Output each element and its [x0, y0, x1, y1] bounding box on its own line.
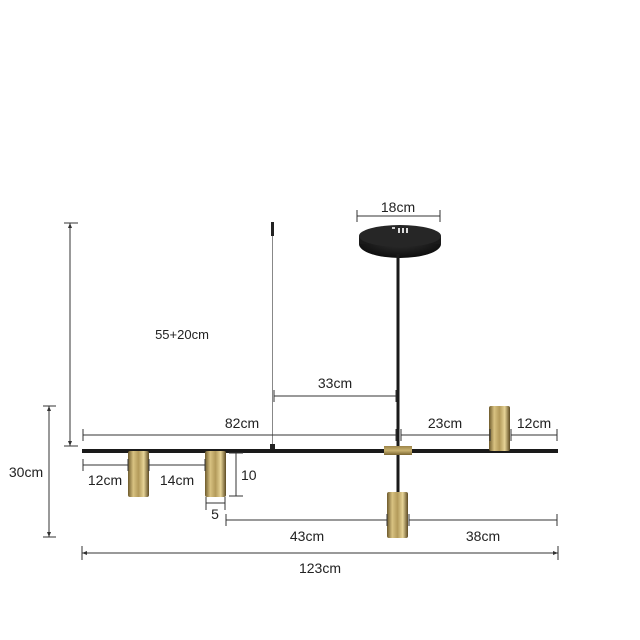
center-to-right-light-label: 23cm — [428, 415, 462, 431]
total-height-label: 30cm — [9, 464, 43, 480]
right-light-to-end-dimension: 12cm — [510, 415, 558, 441]
light2-to-hanging-light-label: 43cm — [290, 528, 324, 544]
center-to-right-light-dimension: 23cm — [400, 415, 491, 441]
left-section-label: 82cm — [225, 415, 259, 431]
light-diameter-label: 5 — [211, 506, 219, 522]
total-length-label: 123cm — [299, 560, 341, 576]
canopy-width-dimension: 18cm — [356, 199, 441, 222]
center-connector — [384, 446, 412, 455]
light-height-label: 10 — [241, 467, 257, 483]
spotlight-2 — [205, 451, 226, 497]
suspension-height-dimension: 55+20cm — [64, 222, 209, 447]
total-height-dimension: 30cm — [9, 405, 56, 538]
light1-to-light2-label: 14cm — [160, 472, 194, 488]
total-length-dimension: 123cm — [81, 546, 559, 576]
hanging-light-to-end-dimension: 38cm — [408, 514, 558, 544]
spotlight-hanging — [387, 492, 408, 538]
light2-to-hanging-light-dimension: 43cm — [225, 514, 388, 544]
wire-to-center-label: 33cm — [318, 375, 352, 391]
suspension-height-label: 55+20cm — [155, 327, 209, 342]
light1-to-light2-dimension: 14cm — [148, 459, 206, 488]
canopy-width-label: 18cm — [381, 199, 415, 215]
spotlight-1 — [128, 451, 149, 497]
left-end-to-light1-dimension: 12cm — [82, 459, 129, 488]
left-end-to-light1-label: 12cm — [88, 472, 122, 488]
hanging-light-to-end-label: 38cm — [466, 528, 500, 544]
wire-to-center-dimension: 33cm — [273, 375, 397, 402]
spotlight-right-up — [489, 406, 510, 451]
light-diameter-dimension: 5 — [205, 497, 226, 522]
ceiling-canopy — [359, 225, 441, 258]
light-height-dimension: 10 — [229, 452, 257, 497]
horizontal-bar — [82, 449, 558, 453]
left-section-dimension: 82cm — [82, 415, 397, 441]
suspension-wire — [270, 222, 275, 450]
right-light-to-end-label: 12cm — [517, 415, 551, 431]
